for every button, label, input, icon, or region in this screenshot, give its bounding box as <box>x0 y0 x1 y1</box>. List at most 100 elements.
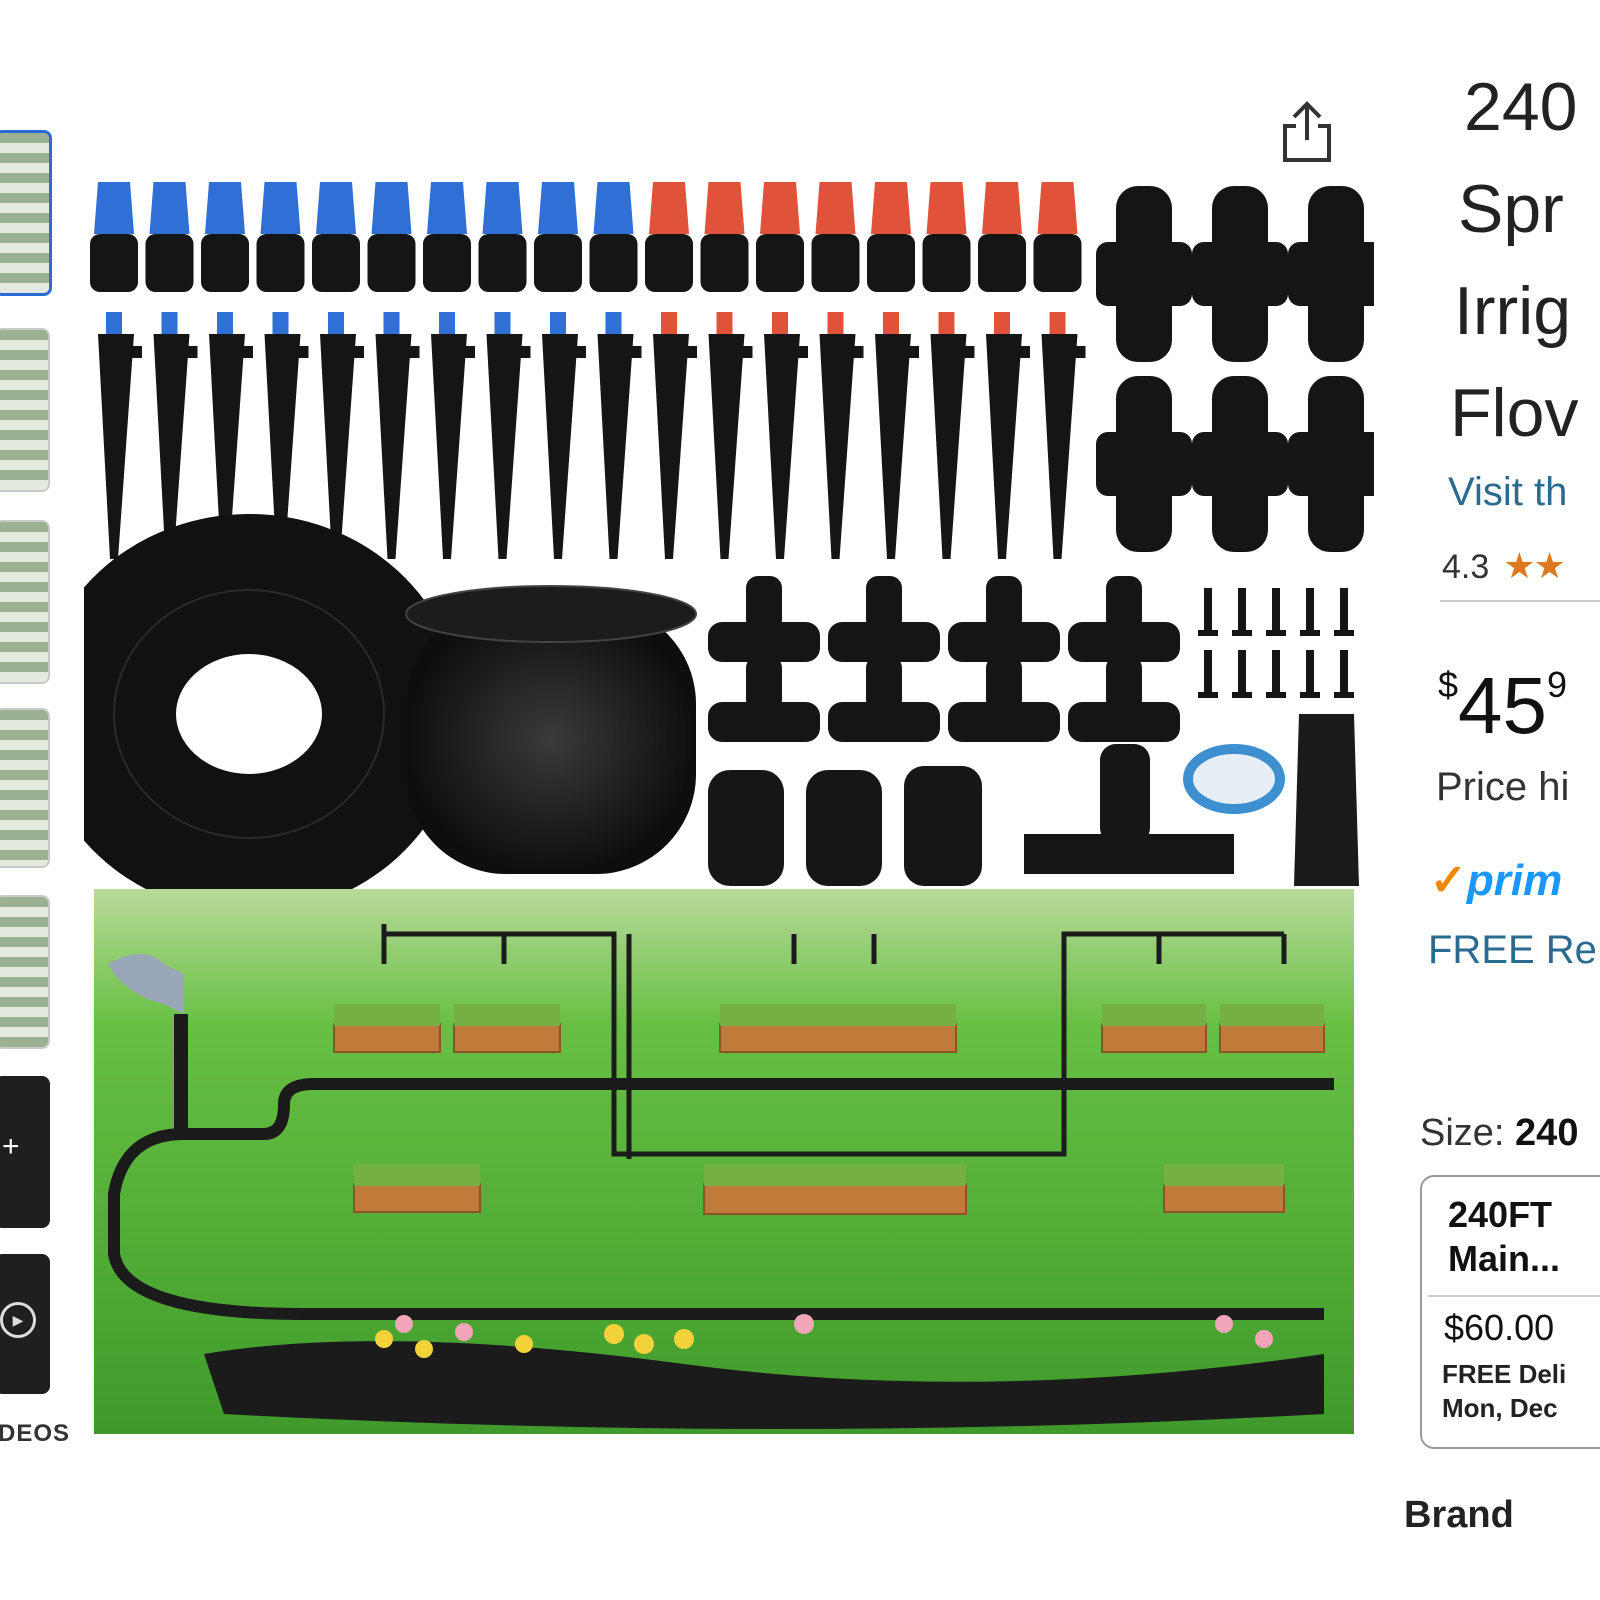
rating[interactable]: 4.3★★ <box>1442 545 1566 587</box>
red-nozzle <box>978 182 1026 292</box>
size-option-delivery: FREE Deli Mon, Dec <box>1442 1357 1566 1425</box>
nozzle-row <box>90 182 1082 292</box>
red-nozzle <box>811 182 860 292</box>
stake-sprayer <box>653 312 697 559</box>
thumbnail-image-3[interactable] <box>0 520 50 684</box>
size-option-name-line-1: 240FT <box>1448 1194 1553 1235</box>
red-nozzle <box>756 182 804 292</box>
stake-sprayer <box>431 312 475 559</box>
stake-sprayer <box>320 312 364 559</box>
stake-sprayer <box>375 312 420 559</box>
stake-sprayer <box>98 312 142 559</box>
blue-nozzle <box>256 182 305 292</box>
cross-connectors <box>1096 186 1374 552</box>
product-title-line-4: Flov <box>1450 375 1579 451</box>
blue-nozzle <box>201 182 249 292</box>
videos-label: DEOS <box>0 1420 71 1447</box>
thumbnail-image-2[interactable] <box>0 328 50 492</box>
thumbnail-more[interactable]: + <box>0 1076 50 1228</box>
stake-sprayer <box>930 312 975 559</box>
cable-ties <box>1294 714 1359 886</box>
thumbnail-image-4[interactable] <box>0 708 50 868</box>
size-option-240ft[interactable]: 240FT Main... $60.00 FREE Deli Mon, Dec <box>1420 1175 1600 1449</box>
hole-plug <box>1334 588 1354 636</box>
prime-check-icon: ✓ <box>1430 856 1467 905</box>
product-main-image[interactable] <box>84 174 1374 1444</box>
price: $459 <box>1438 660 1567 752</box>
tee-connector <box>828 656 940 742</box>
size-selected-value: 240 <box>1515 1112 1579 1154</box>
stake-sprayer <box>764 312 808 559</box>
visit-store-link[interactable]: Visit th <box>1448 470 1568 514</box>
product-info-panel: 240 Spr Irrig Flov Visit th 4.3★★ $459 P… <box>1420 0 1600 1600</box>
stake-sprayer <box>819 312 864 559</box>
end-caps <box>708 744 1234 886</box>
thumbnail-video[interactable]: ▶ <box>0 1254 50 1394</box>
hole-plugs <box>1198 588 1354 698</box>
stake-sprayer <box>153 312 198 559</box>
blue-nozzle <box>423 182 471 292</box>
tubing-coil-thin <box>84 514 462 914</box>
size-option-divider <box>1428 1295 1600 1297</box>
hole-plug <box>1266 650 1286 698</box>
tee-connectors <box>708 576 1180 742</box>
blue-nozzle <box>145 182 194 292</box>
hole-plug <box>1334 650 1354 698</box>
product-title-line-2: Spr <box>1458 171 1564 247</box>
hole-plug <box>1198 650 1218 698</box>
size-option-name: 240FT Main... <box>1448 1193 1560 1281</box>
tee-connector <box>1068 576 1180 662</box>
size-option-price: $60.00 <box>1444 1307 1555 1348</box>
tee-connector <box>708 576 820 662</box>
hole-plug <box>1266 588 1286 636</box>
cross-connector <box>1192 186 1288 362</box>
brand-label: Brand <box>1404 1494 1514 1536</box>
plus-icon: + <box>2 1130 20 1163</box>
stake-sprayer <box>597 312 642 559</box>
hole-plug <box>1300 650 1320 698</box>
garden-illustration <box>94 889 1354 1434</box>
size-option-delivery-line-2: Mon, Dec <box>1442 1393 1558 1423</box>
teflon-tape <box>1183 744 1285 814</box>
red-nozzle <box>922 182 971 292</box>
stake-sprayer <box>708 312 753 559</box>
red-nozzle <box>867 182 915 292</box>
product-title-line-3: Irrig <box>1454 273 1572 349</box>
stake-sprayer <box>209 312 253 559</box>
tee-connector <box>708 656 820 742</box>
tee-connector <box>948 656 1060 742</box>
cross-connector <box>1288 376 1374 552</box>
thumbnail-image-5[interactable] <box>0 895 50 1049</box>
thumbnail-image-1[interactable] <box>0 130 52 296</box>
blue-nozzle <box>367 182 416 292</box>
play-icon: ▶ <box>0 1302 36 1338</box>
red-nozzle <box>700 182 749 292</box>
red-nozzle <box>645 182 693 292</box>
blue-nozzle <box>478 182 527 292</box>
hole-plug <box>1232 650 1252 698</box>
price-history-link[interactable]: Price hi <box>1436 765 1570 809</box>
tee-connector <box>948 576 1060 662</box>
size-label-text: Size: <box>1420 1112 1505 1154</box>
divider <box>1440 600 1600 602</box>
tee-connector <box>828 576 940 662</box>
blue-nozzle <box>90 182 138 292</box>
red-nozzle <box>1033 182 1082 292</box>
free-returns-link[interactable]: FREE Re <box>1428 928 1597 972</box>
cross-connector <box>1096 186 1192 362</box>
stake-sprayer <box>875 312 919 559</box>
prime-badge: ✓prim <box>1430 855 1562 906</box>
cross-connector <box>1192 376 1288 552</box>
size-option-name-line-2: Main... <box>1448 1238 1561 1279</box>
share-icon[interactable] <box>1280 100 1334 166</box>
price-whole: 45 <box>1458 661 1548 750</box>
stake-sprayer <box>486 312 531 559</box>
hole-plug <box>1232 588 1252 636</box>
star-rating-icon: ★★ <box>1503 545 1566 586</box>
hole-plug <box>1300 588 1320 636</box>
stake-row <box>98 312 1086 559</box>
stake-sprayer <box>986 312 1030 559</box>
stake-sprayer <box>264 312 309 559</box>
stake-sprayer <box>542 312 586 559</box>
blue-nozzle <box>534 182 582 292</box>
